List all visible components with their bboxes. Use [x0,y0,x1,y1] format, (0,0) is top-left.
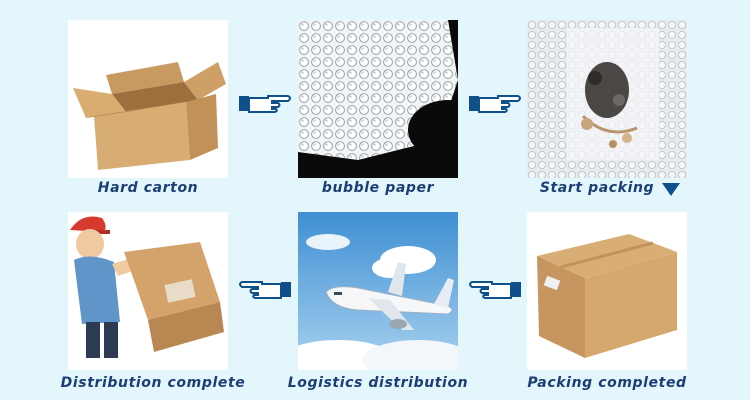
triangle-down-icon [662,183,680,197]
step-label-bubble-paper: bubble paper [321,180,435,196]
pointing-hand-left-icon [468,279,522,301]
pointing-hand-right-icon [468,93,522,115]
bubble-wrap-image [298,20,458,178]
step-label-logistics-distribution: Logistics distribution [287,375,469,391]
step-label-start-packing: Start packing [539,180,655,196]
step-label-distribution-complete: Distribution complete [60,375,246,391]
pointing-hand-left-icon [238,279,292,301]
step-label-packing-completed: Packing completed [527,375,687,391]
jewelry-in-bubble-bag-image [527,20,687,178]
open-carton-image [68,20,228,178]
sealed-carton-image [527,212,687,370]
step-label-hard-carton: Hard carton [97,180,199,196]
pointing-hand-right-icon [238,93,292,115]
delivery-man-image [68,212,228,370]
airplane-image [298,212,458,370]
